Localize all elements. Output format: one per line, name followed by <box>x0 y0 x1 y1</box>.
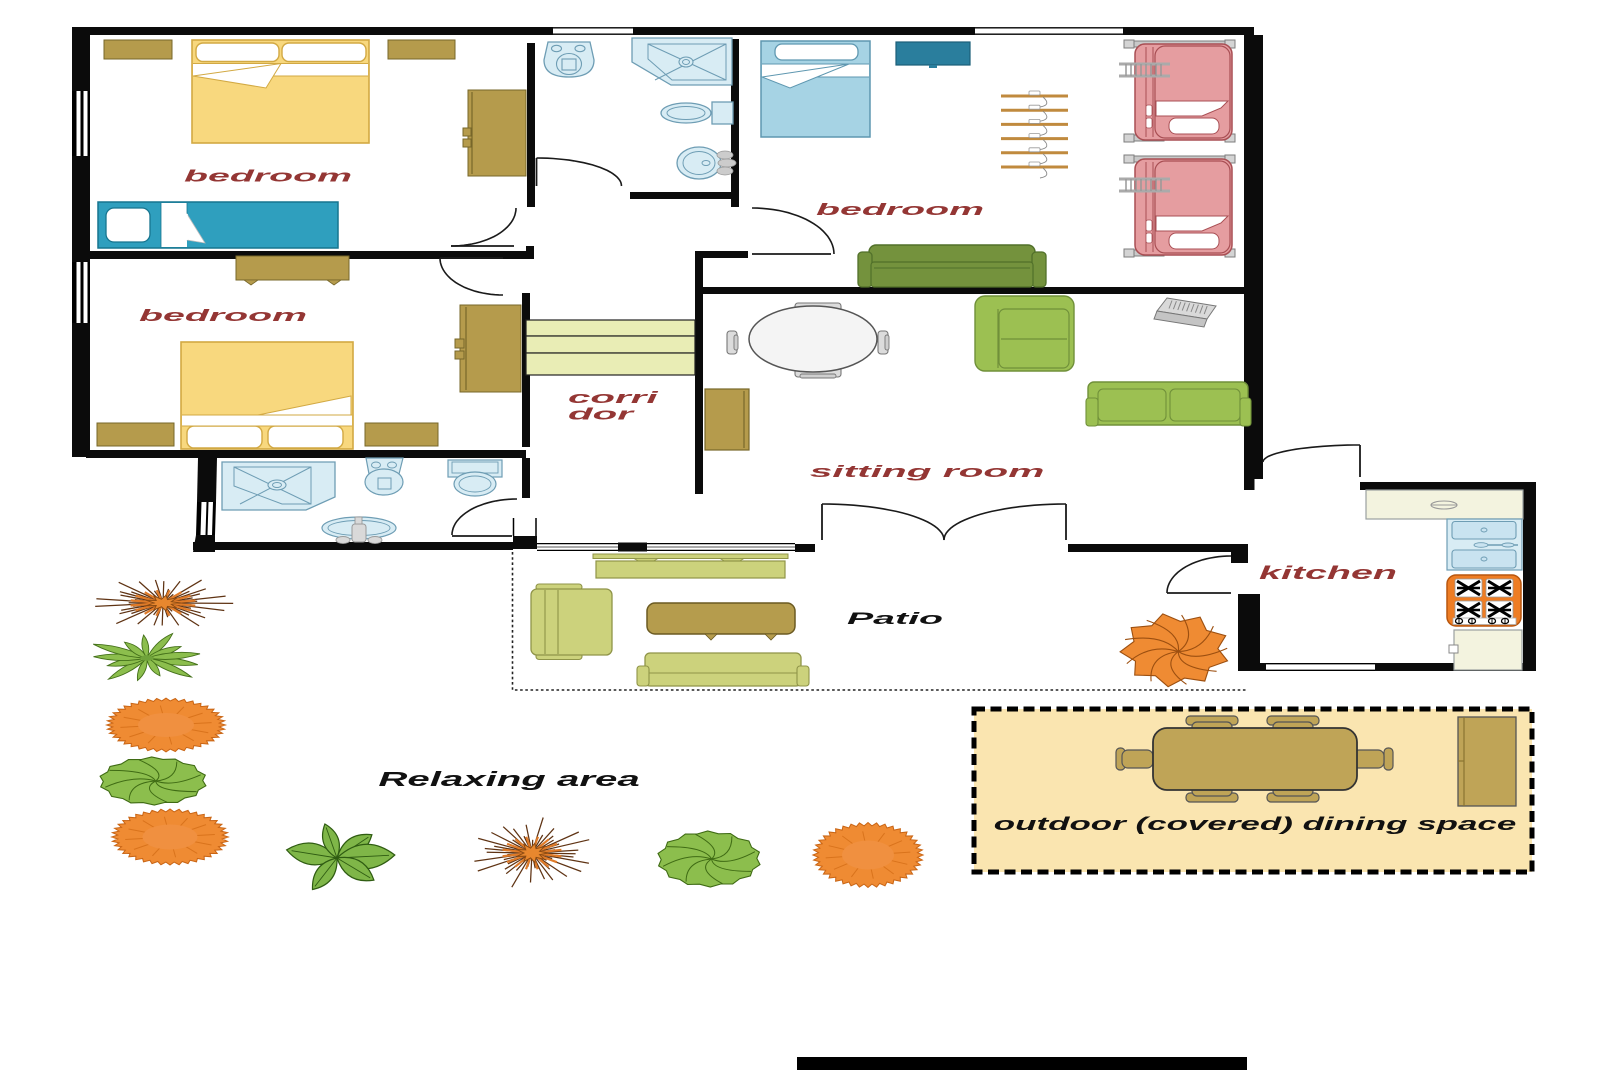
svg-text:Patio: Patio <box>847 609 943 628</box>
svg-text:outdoor (covered) dining space: outdoor (covered) dining space <box>994 813 1517 834</box>
svg-text:bedroom: bedroom <box>816 200 984 219</box>
svg-text:dor: dor <box>568 404 635 423</box>
svg-text:corri: corri <box>568 388 659 407</box>
svg-text:Relaxing area: Relaxing area <box>378 768 639 791</box>
svg-text:bedroom: bedroom <box>184 167 352 186</box>
svg-text:kitchen: kitchen <box>1259 562 1397 583</box>
svg-text:sitting room: sitting room <box>810 462 1045 481</box>
svg-text:bedroom: bedroom <box>139 306 307 325</box>
